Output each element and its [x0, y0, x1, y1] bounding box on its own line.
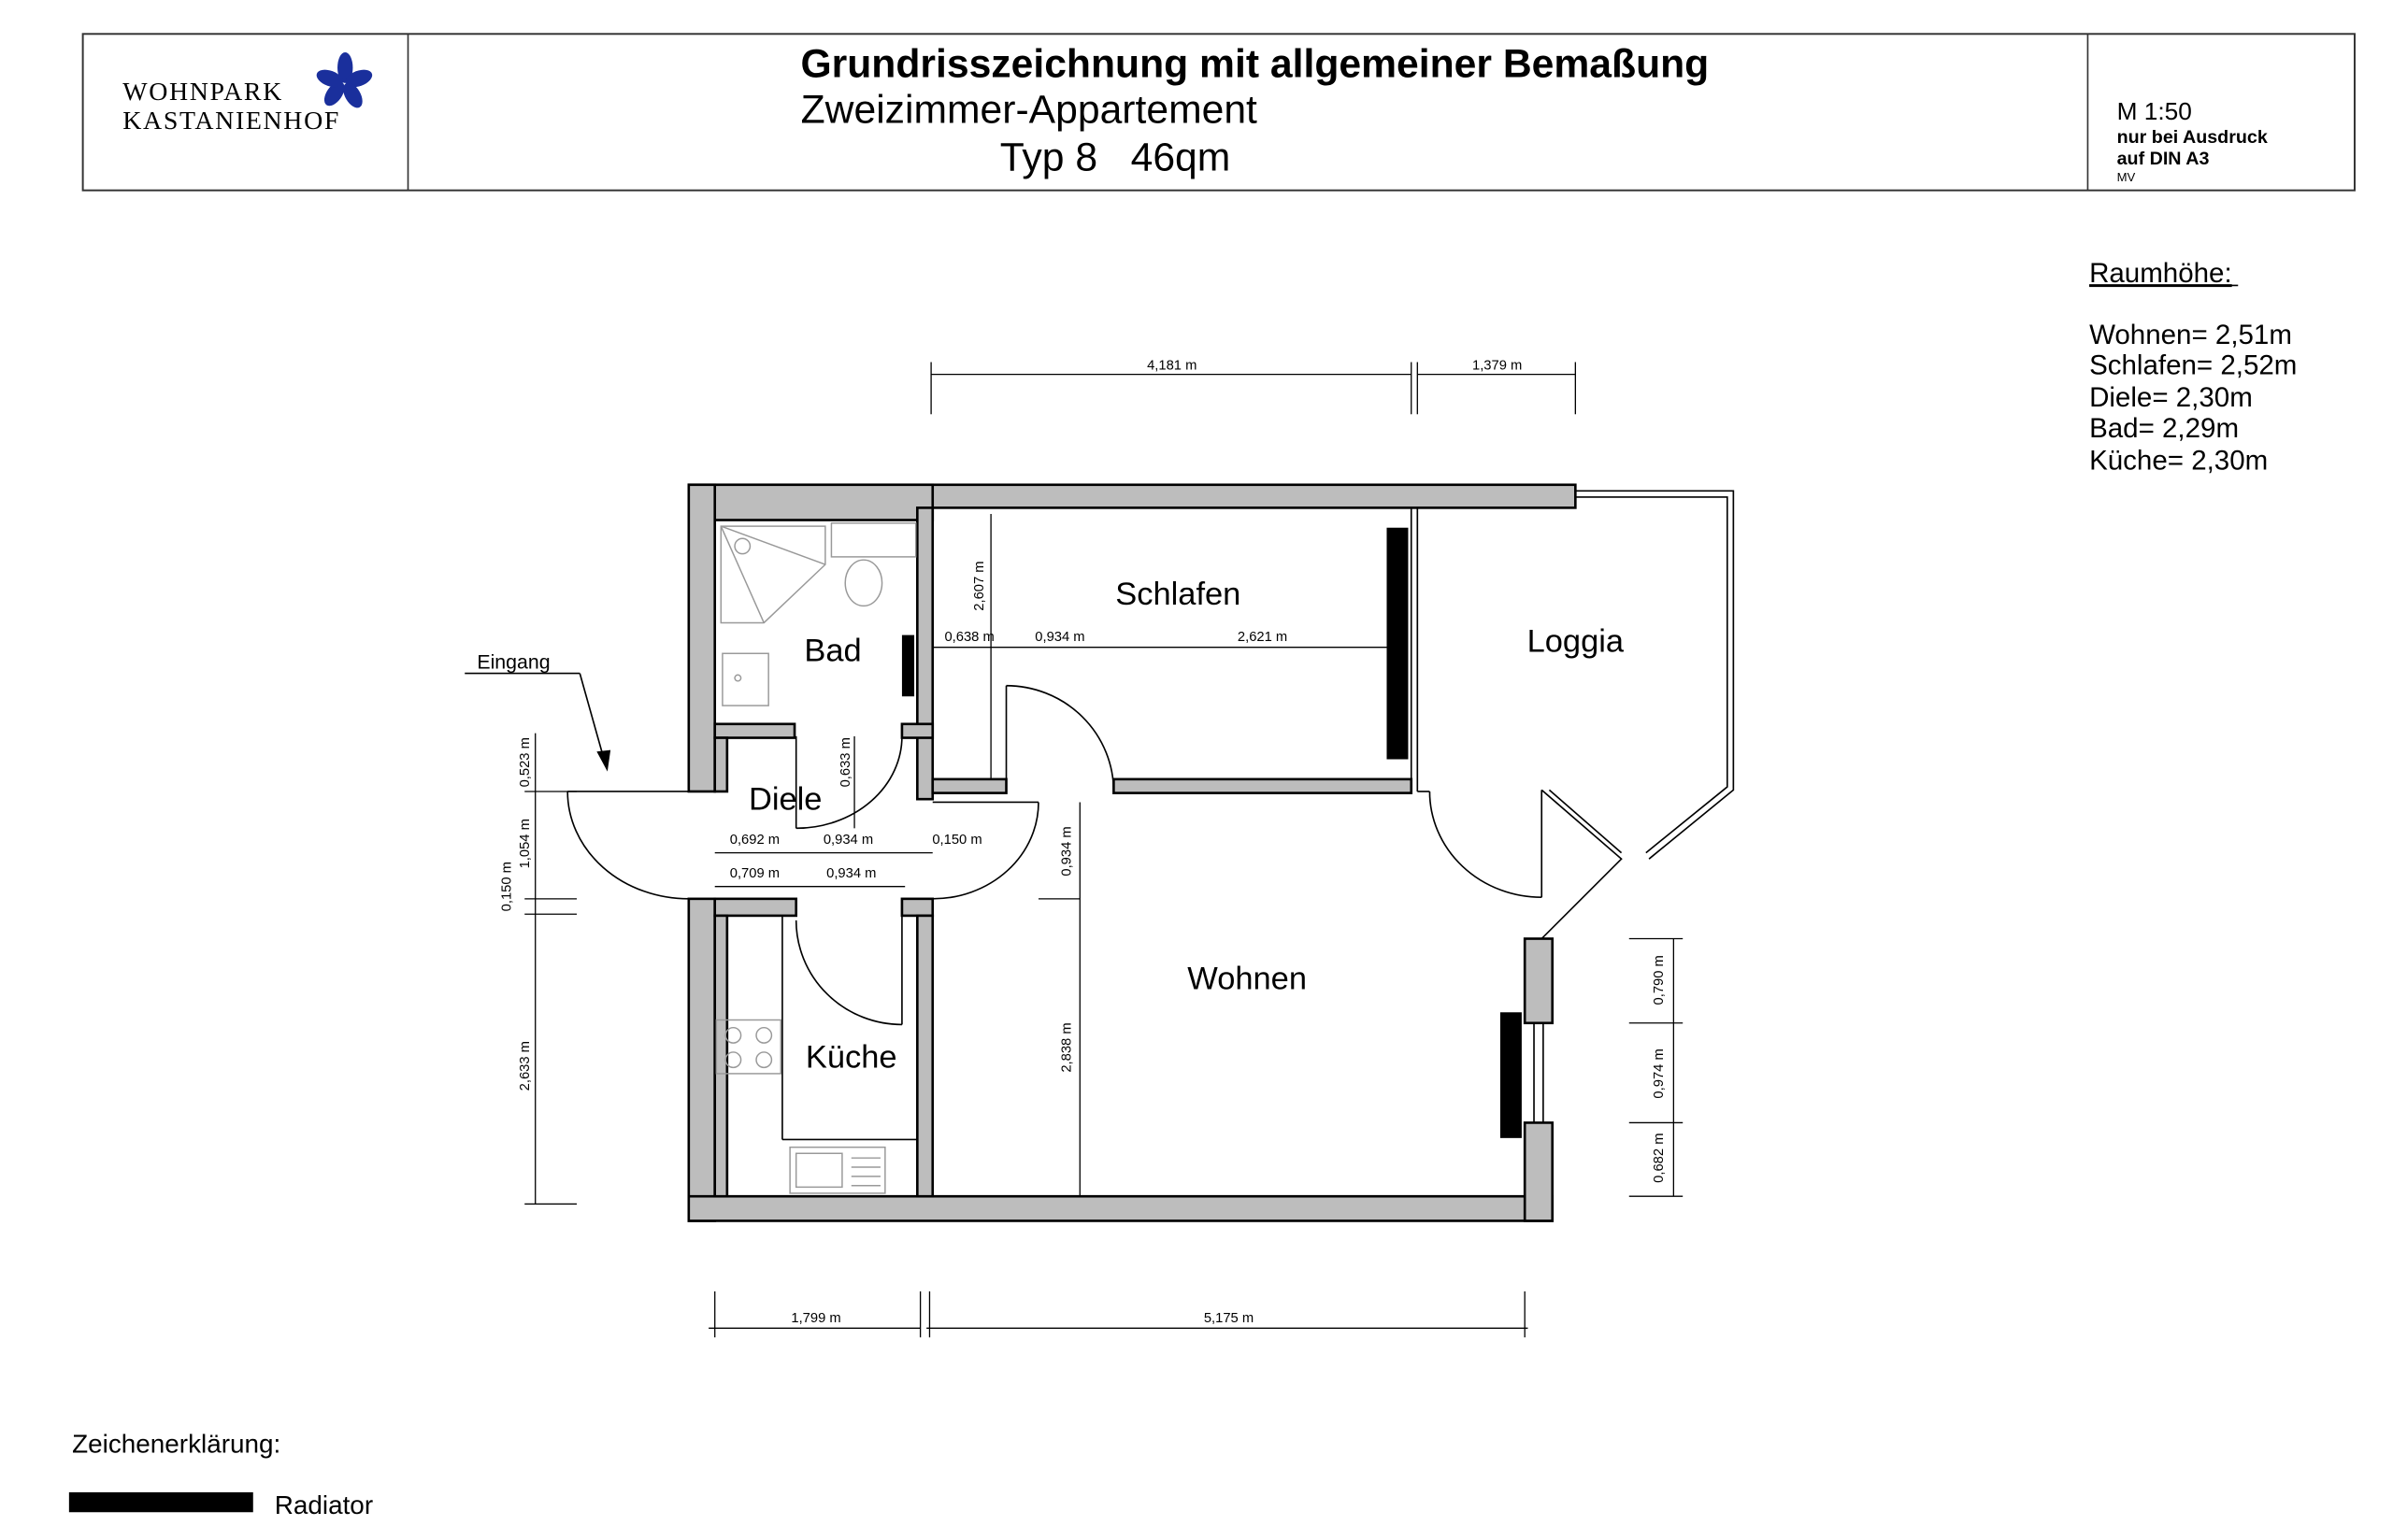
radiator-bad: [901, 635, 915, 697]
radiator-wohnen: [1499, 1012, 1522, 1138]
page-title: Grundrisszeichnung mit allgemeiner Bemaß…: [800, 41, 1709, 86]
dim-label: 1,054 m: [518, 819, 533, 868]
schlafen-door-swing: [1006, 684, 1115, 791]
dim-label: 0,934 m: [1035, 630, 1084, 645]
dim-label: 1,799 m: [791, 1311, 840, 1326]
kitchen-sink-icon: [789, 1146, 886, 1194]
dim-label: 0,934 m: [1059, 826, 1074, 876]
dim-label: 0,638 m: [944, 630, 994, 645]
logo-line2: KASTANIENHOF: [122, 107, 340, 135]
chestnut-leaf-icon: [316, 52, 373, 108]
room-height-item: Küche= 2,30m: [2089, 445, 2268, 476]
stove-icon: [715, 1019, 782, 1075]
windows-and-loggia: [1410, 490, 1735, 1123]
room-height-item: Bad= 2,29m: [2089, 413, 2239, 444]
dim-label: 4,181 m: [1147, 359, 1196, 374]
wohnen-door-swing: [932, 802, 1039, 900]
initials: MV: [2117, 170, 2136, 184]
room-height-item: Wohnen= 2,51m: [2089, 320, 2292, 350]
legend-radiator-label: Radiator: [275, 1490, 373, 1519]
dim-label: 0,150 m: [499, 862, 514, 911]
toilet-icon: [844, 559, 883, 607]
dim-label: 1,379 m: [1472, 359, 1522, 374]
bad-door-swing: [795, 735, 903, 830]
walls: [687, 483, 1577, 1222]
room-label-diele: Diele: [749, 782, 823, 818]
dim-label: 2,838 m: [1059, 1022, 1074, 1072]
title-block: WOHNPARK KASTANIENHOF Grundrisszeichnung…: [81, 33, 2356, 192]
dim-label: 2,621 m: [1238, 630, 1287, 645]
dim-label: 2,633 m: [518, 1041, 533, 1091]
entrance-marker: Eingang: [465, 651, 611, 772]
scale-note-2: auf DIN A3: [2117, 149, 2210, 169]
dim-label: 0,633 m: [838, 737, 853, 787]
logo: WOHNPARK KASTANIENHOF: [122, 52, 373, 135]
room-label-bad: Bad: [804, 633, 861, 668]
loggia-door-swing: [1428, 791, 1542, 899]
dim-label: 0,934 m: [824, 833, 873, 848]
toilet-tank-icon: [830, 522, 917, 558]
doors: [566, 684, 1543, 1026]
dim-label: 0,709 m: [730, 866, 780, 881]
room-label-kueche: Küche: [806, 1039, 897, 1075]
dim-label: 2,607 m: [972, 561, 987, 610]
legend: Zeichenerklärung: Radiator: [68, 1429, 373, 1519]
shower-icon: [720, 525, 826, 624]
entrance-label: Eingang: [477, 651, 550, 674]
scale-note-1: nur bei Ausdruck: [2117, 127, 2268, 148]
room-label-wohnen: Wohnen: [1187, 962, 1307, 997]
dim-label: 0,790 m: [1652, 955, 1667, 1005]
scale: M 1:50: [2117, 97, 2192, 125]
room-heights: Raumhöhe: Wohnen= 2,51m Schlafen= 2,52m …: [2089, 258, 2297, 476]
legend-title: Zeichenerklärung:: [72, 1429, 280, 1458]
room-height-item: Schlafen= 2,52m: [2089, 350, 2297, 381]
room-height-item: Diele= 2,30m: [2089, 382, 2253, 413]
dim-label: 0,682 m: [1652, 1134, 1667, 1183]
room-label-loggia: Loggia: [1527, 624, 1625, 660]
dim-label: 0,974 m: [1652, 1048, 1667, 1098]
arrow-icon: [596, 749, 611, 772]
logo-line1: WOHNPARK: [122, 78, 283, 107]
entrance-door-swing: [566, 791, 689, 900]
bathroom-fixtures: [720, 522, 917, 706]
dimension-lines: [524, 362, 1684, 1338]
room-label-schlafen: Schlafen: [1115, 577, 1240, 612]
room-heights-title: Raumhöhe:: [2089, 258, 2232, 289]
dim-label: 0,692 m: [730, 833, 780, 848]
dim-label: 0,934 m: [826, 866, 876, 881]
dim-label: 5,175 m: [1204, 1311, 1254, 1326]
kitchen-fixtures: [715, 1019, 886, 1194]
dim-label: 0,523 m: [518, 737, 533, 787]
sink-icon: [722, 652, 769, 706]
type-line: Typ 8 46qm: [1000, 135, 1231, 179]
dimension-labels: 4,181 m 1,379 m 0,638 m 0,934 m 2,621 m …: [499, 359, 1666, 1326]
subtitle: Zweizimmer-Appartement: [801, 87, 1257, 132]
kueche-door-swing: [795, 920, 902, 1026]
dim-label: 0,150 m: [932, 833, 982, 848]
legend-radiator-swatch: [68, 1491, 253, 1513]
radiator-schlafen: [1386, 527, 1409, 760]
